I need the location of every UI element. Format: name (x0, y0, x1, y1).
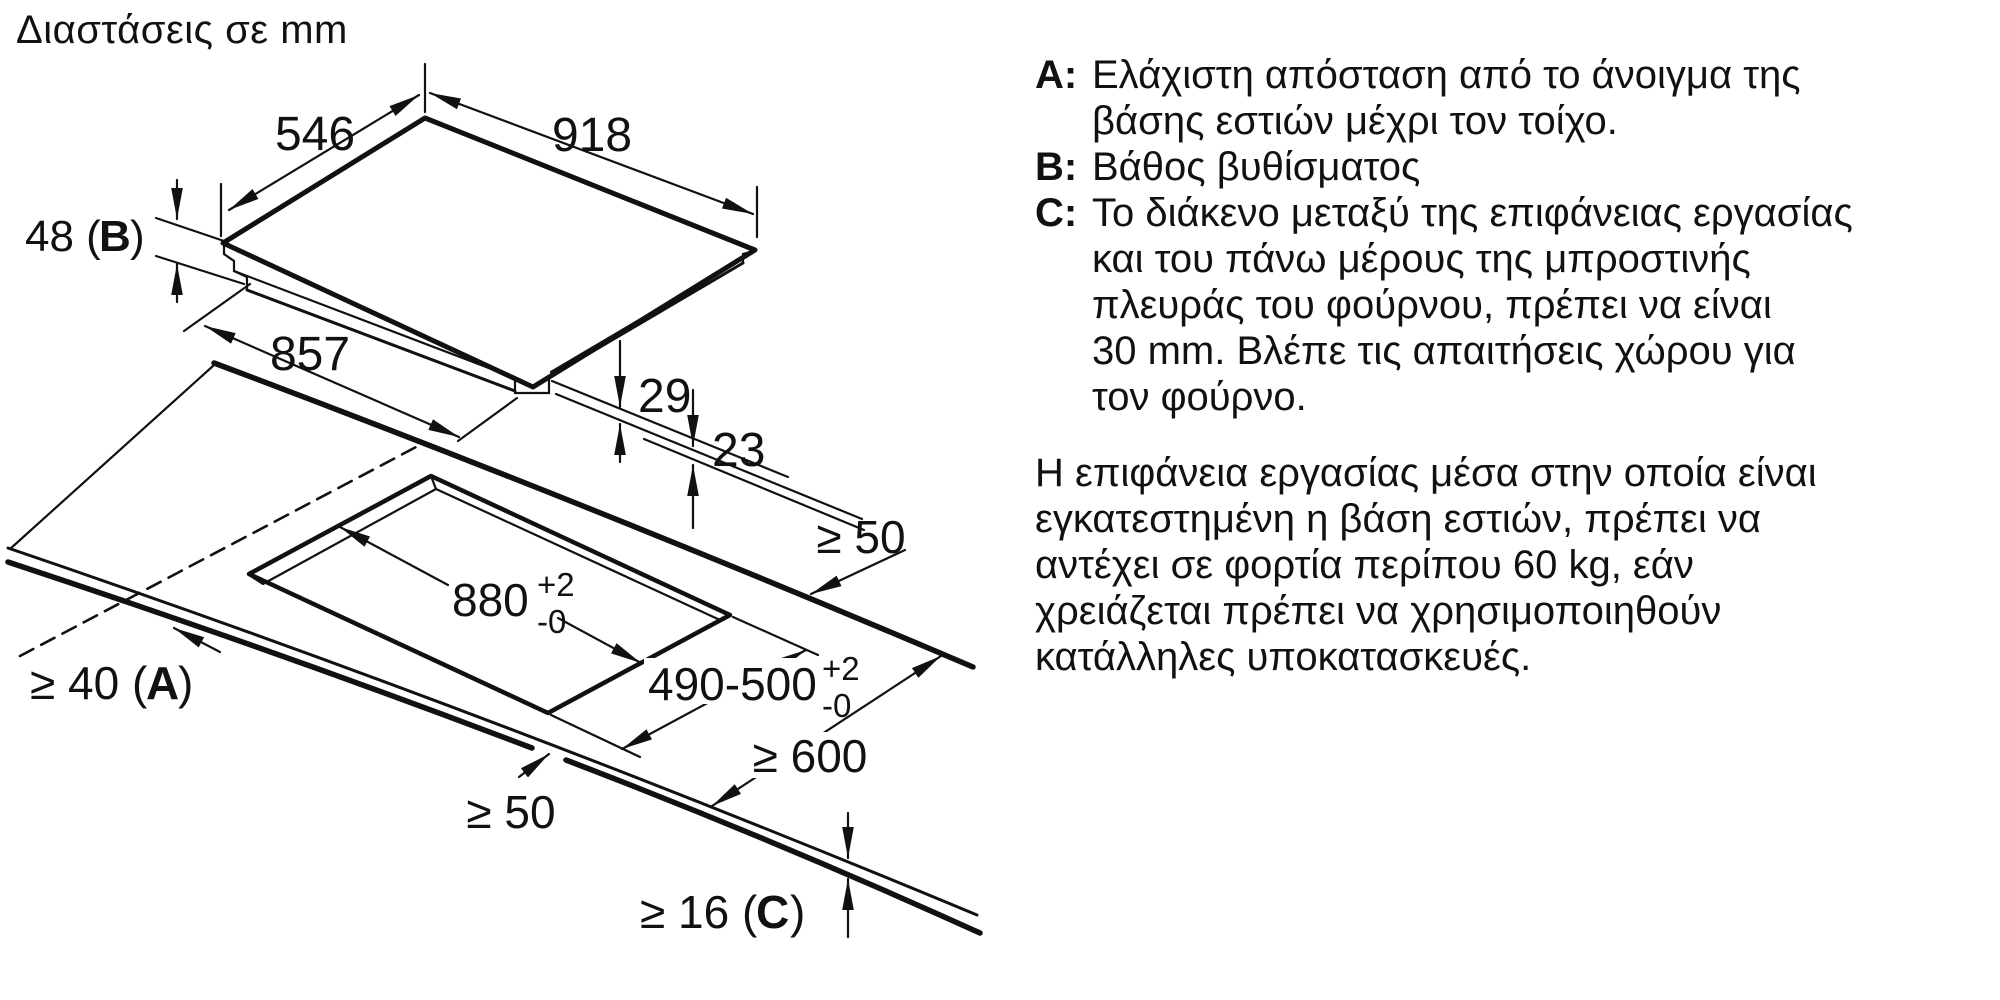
dim-29-label: 29 (638, 370, 691, 423)
ext-right (456, 396, 519, 443)
dim-490-500-label: 490-500 (648, 658, 817, 710)
dim-880-tol-minus: -0 (537, 603, 566, 640)
dim-line (227, 93, 421, 212)
dim-23: 23 (687, 388, 765, 530)
ext-left (182, 282, 252, 333)
legend-item-c: C: Το διάκενο μεταξύ της επιφάνειας εργα… (1035, 190, 1995, 420)
dim-48b-suffix: ) (130, 212, 145, 261)
legend-paragraph: Η επιφάνεια εργασίας μέσα στην οποία είν… (1035, 450, 1995, 680)
legend: A: Ελάχιστη απόσταση από το άνοιγμα της … (1035, 52, 1995, 680)
wall-hidden-line (18, 444, 420, 658)
paragraph-line: αντέχει σε φορτία περίπου 60 kg, εάν (1035, 543, 1694, 587)
dim-880-tol-plus: +2 (537, 566, 575, 603)
arrow-upper (338, 525, 450, 587)
legend-text-line: πλευράς του φούρνου, πρέπει να είναι (1092, 283, 1772, 327)
worktop-left-edge (8, 364, 215, 551)
dim-546: 546 (219, 62, 427, 238)
dim-48b-letter: B (99, 212, 131, 261)
dim-490-500-tol-plus: +2 (822, 650, 860, 687)
legend-key-b: B: (1035, 145, 1078, 189)
ext-bottom (549, 713, 642, 759)
min-16-prefix: ≥ 16 ( (640, 886, 758, 938)
dim-line (203, 324, 461, 439)
label-backplate (745, 732, 877, 778)
ext-right (731, 615, 820, 657)
ref-line-1 (550, 379, 790, 479)
legend-key-c: C: (1035, 191, 1078, 235)
min-40-suffix: ) (178, 657, 193, 709)
dim-min-600: ≥ 600 (710, 654, 943, 808)
height-reference-lines (550, 379, 866, 532)
dim-min-16-c: ≥ 16 ( C ) (640, 811, 854, 939)
dim-min-50-front: ≥ 50 (466, 752, 556, 838)
paragraph-line: χρειάζεται πρέπει να χρησιμοποιηθούν (1035, 589, 1722, 633)
dim-918-label: 918 (552, 109, 632, 162)
arrow-lower (556, 616, 643, 665)
dim-880: 880 +2 -0 (338, 525, 643, 665)
legend-text-line: Ελάχιστη απόσταση από το άνοιγμα της (1092, 53, 1801, 97)
min-40-prefix: ≥ 40 ( (30, 657, 148, 709)
cutout-outer-edge (246, 473, 733, 716)
worktop-front-edge-top (6, 546, 979, 917)
worktop-cutout (246, 473, 733, 716)
legend-text-line: τον φούρνο. (1092, 375, 1307, 419)
min-50-front-label: ≥ 50 (466, 786, 555, 838)
min-16-suffix: ) (790, 886, 805, 938)
dim-918: 918 (428, 91, 759, 239)
dim-23-label: 23 (712, 424, 765, 477)
hob-body-step-profile (222, 244, 249, 292)
dim-48b-prefix: 48 ( (25, 212, 101, 261)
worktop-front-edge-bottom (5, 559, 983, 936)
worktop-outline (5, 360, 983, 936)
min-16-letter: C (756, 886, 789, 938)
hob-body-upper-edge (232, 269, 517, 380)
installation-diagram: 546 918 48 ( B ) 857 29 (5, 62, 983, 939)
dim-29: 29 (614, 339, 691, 464)
legend-text-line: 30 mm. Βλέπε τις απαιτήσεις χώρου για (1092, 329, 1796, 373)
dim-546-label: 546 (275, 108, 355, 161)
dim-min-50-back: ≥ 50 (809, 511, 907, 596)
legend-text-line: βάσης εστιών μέχρι τον τοίχο. (1092, 99, 1618, 143)
ref-line-3 (642, 437, 866, 532)
hob-body-notch (513, 375, 551, 395)
legend-item-b: B: Βάθος βυθίσματος (1035, 144, 1995, 190)
paragraph-line: κατάλληλες υποκατασκευές. (1035, 635, 1532, 679)
leader (517, 752, 551, 779)
cutout-inner-edge (247, 474, 731, 622)
page-title: Διαστάσεις σε mm (16, 8, 348, 52)
dim-880-label: 880 (452, 574, 529, 626)
paragraph-line: Η επιφάνεια εργασίας μέσα στην οποία είν… (1035, 451, 1817, 495)
paragraph-line: εγκατεστημένη η βάση εστιών, πρέπει να (1035, 497, 1762, 541)
dim-857-label: 857 (270, 328, 350, 381)
legend-text-line: Το διάκενο μεταξύ της επιφάνειας εργασία… (1092, 191, 1853, 235)
min-50-back-label: ≥ 50 (816, 511, 905, 563)
leader (809, 548, 907, 596)
dim-line (428, 91, 755, 216)
dim-857: 857 (182, 282, 519, 443)
legend-text-line: Βάθος βυθίσματος (1092, 145, 1421, 189)
dim-line (710, 654, 943, 808)
legend-item-a: A: Ελάχιστη απόσταση από το άνοιγμα της … (1035, 52, 1995, 144)
ref-line-2 (554, 392, 864, 521)
min-40-letter: A (146, 657, 179, 709)
leader (172, 626, 222, 654)
dim-48-b: 48 ( B ) (25, 178, 246, 304)
dim-min-40-a: ≥ 40 ( A ) (30, 626, 222, 709)
leader-lower (154, 254, 246, 286)
legend-text-line: και του πάνω μέρους της μπροστινής (1092, 237, 1751, 281)
legend-key-a: A: (1035, 53, 1078, 97)
leader-upper (154, 216, 226, 243)
min-600-label: ≥ 600 (753, 730, 868, 782)
